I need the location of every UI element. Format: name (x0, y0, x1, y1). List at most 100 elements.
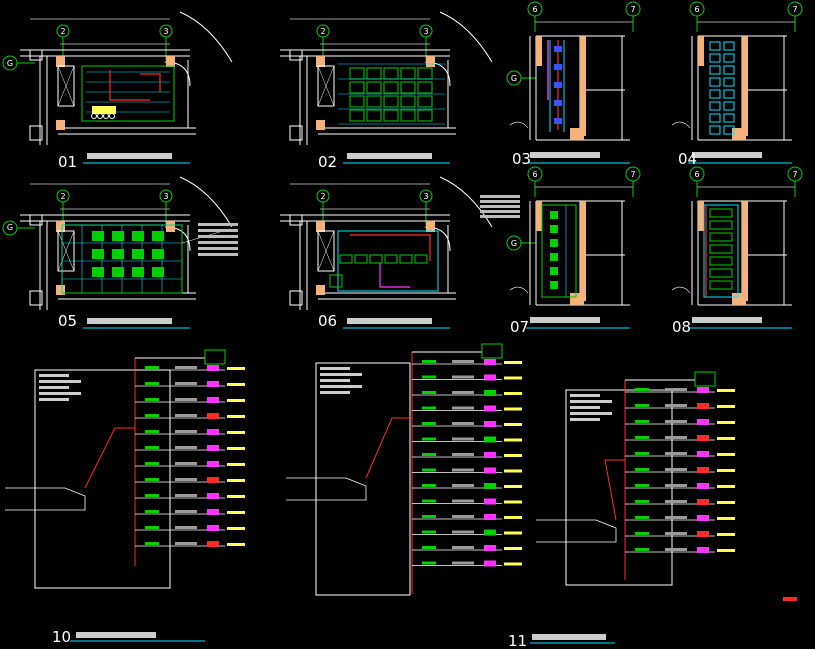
load-tag (207, 365, 219, 371)
socket-box (383, 109, 399, 122)
equipment-block (709, 256, 733, 266)
equipment-block (399, 254, 413, 264)
load-name (504, 407, 522, 411)
load-name (227, 495, 245, 498)
column (289, 125, 303, 141)
socket-box (383, 95, 399, 108)
breaker-label (422, 468, 436, 472)
cable-label (175, 478, 197, 481)
cable-label (175, 494, 197, 497)
equipment-block (550, 225, 558, 233)
note-text-block (198, 247, 238, 250)
wall (439, 176, 493, 228)
door-swing (509, 121, 529, 129)
note-text-block (480, 210, 520, 213)
feeder (5, 487, 86, 511)
spec-text-block (39, 374, 69, 377)
load-name (504, 438, 522, 442)
socket-box (383, 67, 399, 80)
breaker-label (422, 375, 436, 379)
spec-text-block (570, 400, 612, 403)
caption-text-block (87, 318, 172, 324)
equipment-block (709, 208, 733, 218)
panel-number-02: 02 (318, 153, 337, 171)
socket-box (723, 65, 735, 75)
socket-box (349, 109, 365, 122)
column (166, 56, 175, 67)
axis-label: 6 (694, 5, 699, 14)
load-name (504, 562, 522, 566)
load-name (717, 469, 735, 472)
load-name (504, 485, 522, 488)
cable-label (175, 382, 197, 385)
load-tag (207, 525, 219, 531)
column (29, 49, 43, 61)
cable-label (452, 499, 474, 503)
spec-text-block (570, 412, 612, 415)
column (316, 120, 325, 130)
load-tag (484, 545, 496, 551)
column (426, 221, 435, 232)
load-name (227, 543, 245, 546)
cable-label (452, 546, 474, 549)
shaft (57, 230, 75, 272)
note-text-block (198, 253, 238, 256)
equipment-block (550, 267, 558, 275)
load-tag (484, 359, 496, 365)
door-swing (671, 121, 691, 129)
load-tag (207, 381, 219, 387)
axis-label: 2 (320, 192, 325, 201)
socket-box (723, 125, 735, 135)
note-text-block (480, 195, 520, 198)
equipment-block (709, 220, 733, 230)
equipment-block (709, 268, 733, 278)
caption-text-block (347, 153, 432, 159)
axis-label: 3 (163, 192, 168, 201)
load-tag (697, 547, 709, 553)
equipment-block (550, 281, 558, 289)
door-swing (671, 286, 691, 294)
spec-text-block (39, 398, 69, 401)
load-name (504, 469, 522, 473)
cable-label (452, 484, 474, 487)
load-tag (484, 483, 496, 489)
cable-label (452, 391, 474, 394)
fixture (109, 113, 115, 119)
caption-text-block (347, 318, 432, 324)
panel-number-06: 06 (318, 312, 337, 330)
feeder (286, 477, 367, 501)
caption-text-block (530, 317, 600, 323)
load-tag (484, 498, 496, 505)
breaker-label (145, 542, 159, 545)
load-name (227, 431, 245, 434)
shaft (57, 65, 75, 107)
floor-plan (2, 176, 238, 329)
breaker-label (145, 510, 159, 513)
cable-label (452, 406, 474, 410)
breaker-label (422, 391, 436, 394)
socket-box (723, 113, 735, 123)
load-tag (484, 467, 496, 474)
column (29, 290, 43, 306)
floor-plan (671, 1, 803, 164)
socket-box (709, 89, 721, 99)
meter-box (481, 343, 503, 359)
load-tag (484, 436, 496, 443)
cable-label (665, 500, 687, 503)
distribution-schematic (286, 343, 522, 596)
breaker-label (635, 532, 649, 535)
load-name (717, 437, 735, 440)
cable-label (665, 468, 687, 471)
column (29, 214, 43, 226)
breaker-label (145, 446, 159, 449)
equipment-block (329, 274, 343, 288)
feeder (84, 427, 135, 489)
socket-box (417, 109, 433, 122)
load-name (227, 399, 245, 402)
load-tag (207, 509, 219, 515)
note-mark (783, 597, 797, 601)
wall (439, 11, 493, 63)
breaker-label (635, 548, 649, 551)
column (570, 293, 584, 305)
